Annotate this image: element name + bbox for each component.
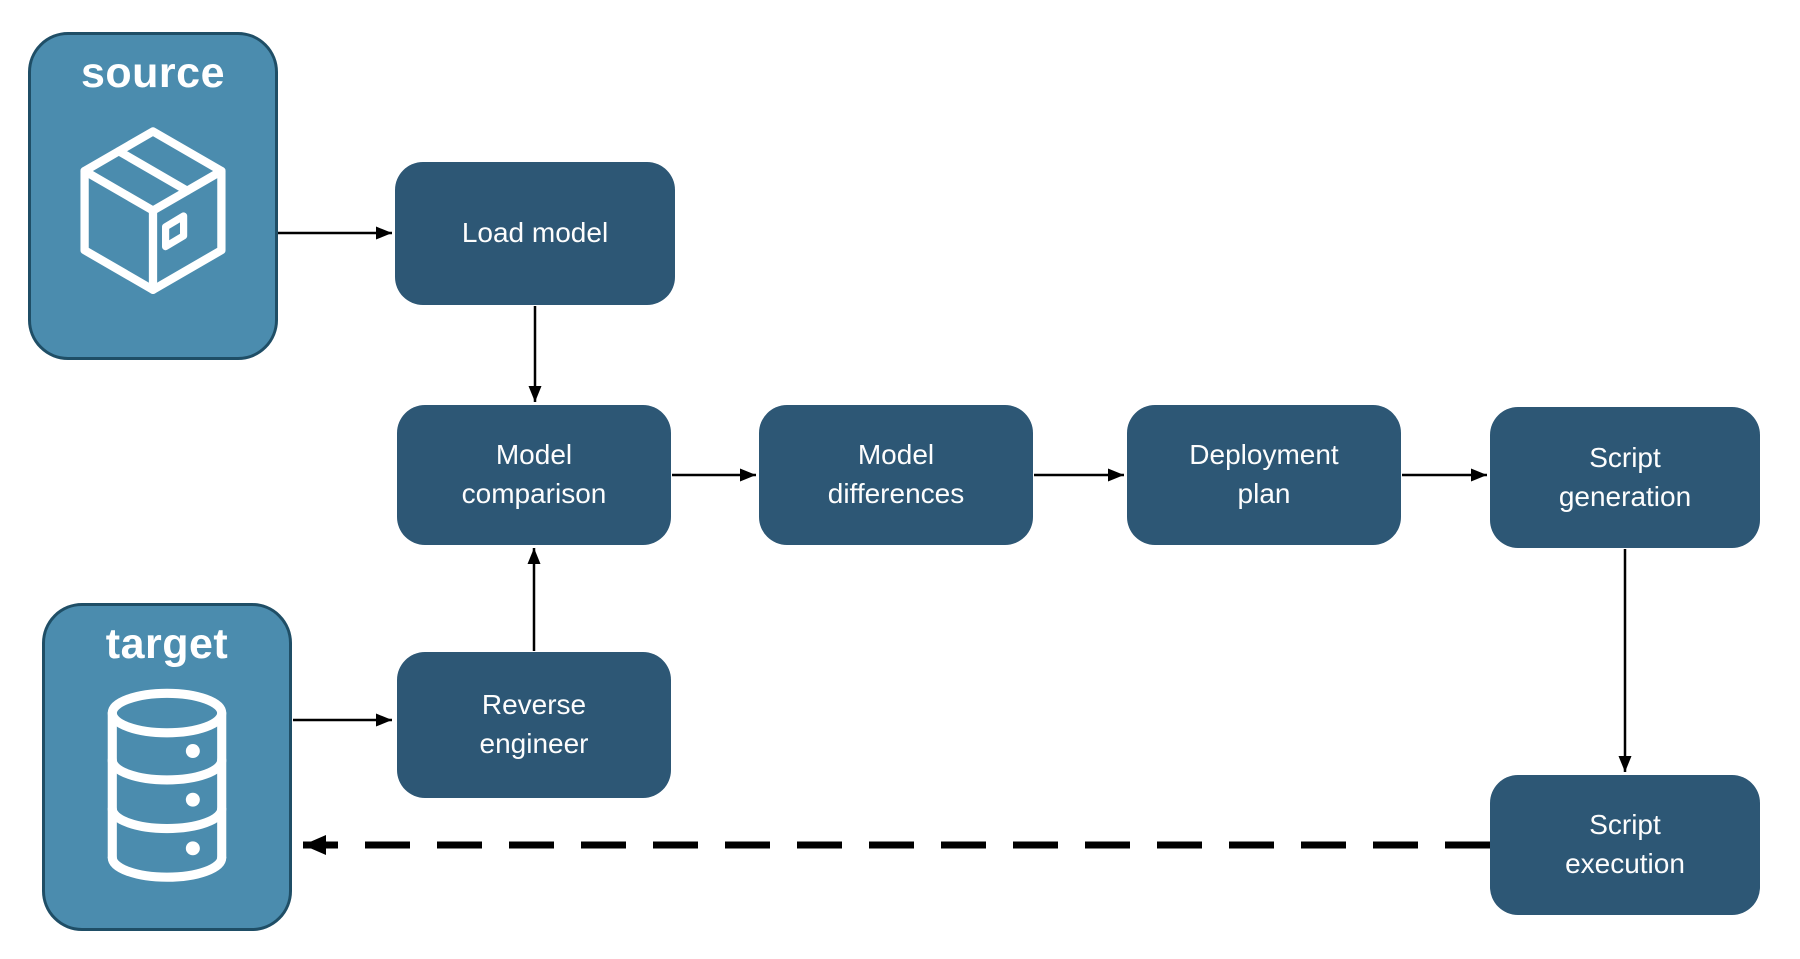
node-model-comparison: Model comparison: [397, 405, 671, 545]
node-model-differences: Model differences: [759, 405, 1033, 545]
entity-target: target: [42, 603, 292, 931]
node-script-generation-label: Script generation: [1558, 441, 1692, 512]
entity-source: source: [28, 32, 278, 360]
database-icon: [107, 688, 227, 882]
node-reverse-engineer: Reverse engineer: [397, 652, 671, 798]
node-deployment-plan: Deployment plan: [1127, 405, 1401, 545]
node-reverse-engineer-label: Reverse engineer: [479, 689, 589, 759]
node-deployment-plan-label: Deployment plan: [1189, 439, 1339, 509]
database-dot: [185, 744, 200, 759]
entity-source-label: source: [80, 49, 225, 97]
entity-target-label: target: [105, 620, 229, 668]
node-load-model: Load model: [395, 162, 675, 305]
database-dot: [185, 841, 200, 856]
node-script-generation: Script generation: [1490, 407, 1760, 548]
package-icon: [80, 127, 226, 294]
node-script-execution: Script execution: [1490, 775, 1760, 915]
database-dot: [185, 792, 200, 807]
node-model-comparison-label: Model comparison: [461, 439, 607, 509]
node-model-differences-label: Model differences: [827, 439, 965, 509]
node-load-model-label: Load model: [461, 217, 609, 249]
node-script-execution-label: Script execution: [1565, 809, 1685, 879]
